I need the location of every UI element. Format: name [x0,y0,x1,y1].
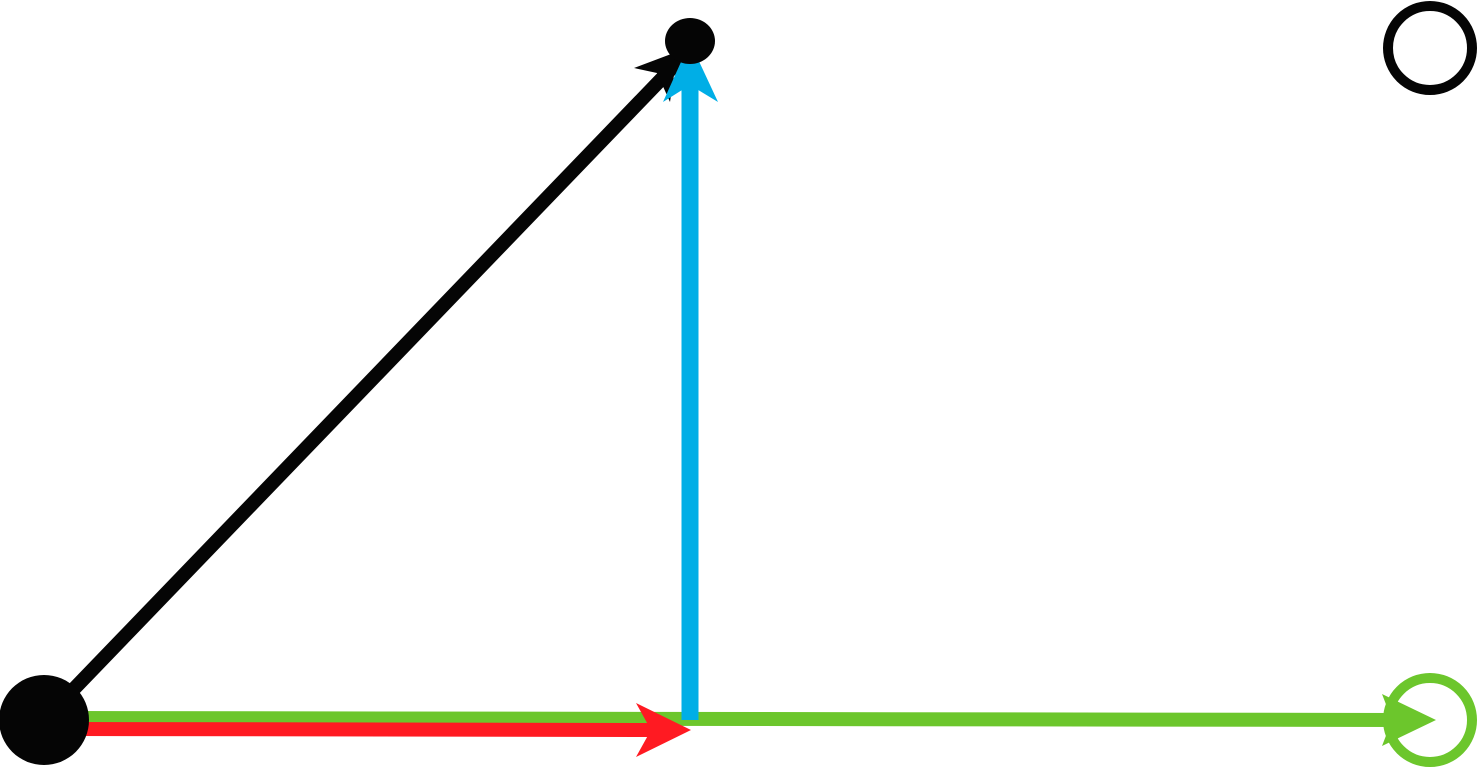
green-arrow [74,694,1436,746]
diagonal-arrow-shaft [38,63,678,725]
diagonal-arrow [38,42,703,725]
top-right-node [1383,1,1477,95]
blue-arrow-head [663,42,718,102]
green-arrow-head [1382,694,1436,746]
top-middle-node [665,18,715,64]
green-arrow-shaft [74,711,1411,727]
red-arrow-shaft [74,722,669,737]
bottom-right-node [1383,673,1477,767]
origin-node [0,675,89,765]
red-arrow-head [636,703,691,757]
red-arrow [74,703,691,757]
blue-arrow [663,42,718,720]
